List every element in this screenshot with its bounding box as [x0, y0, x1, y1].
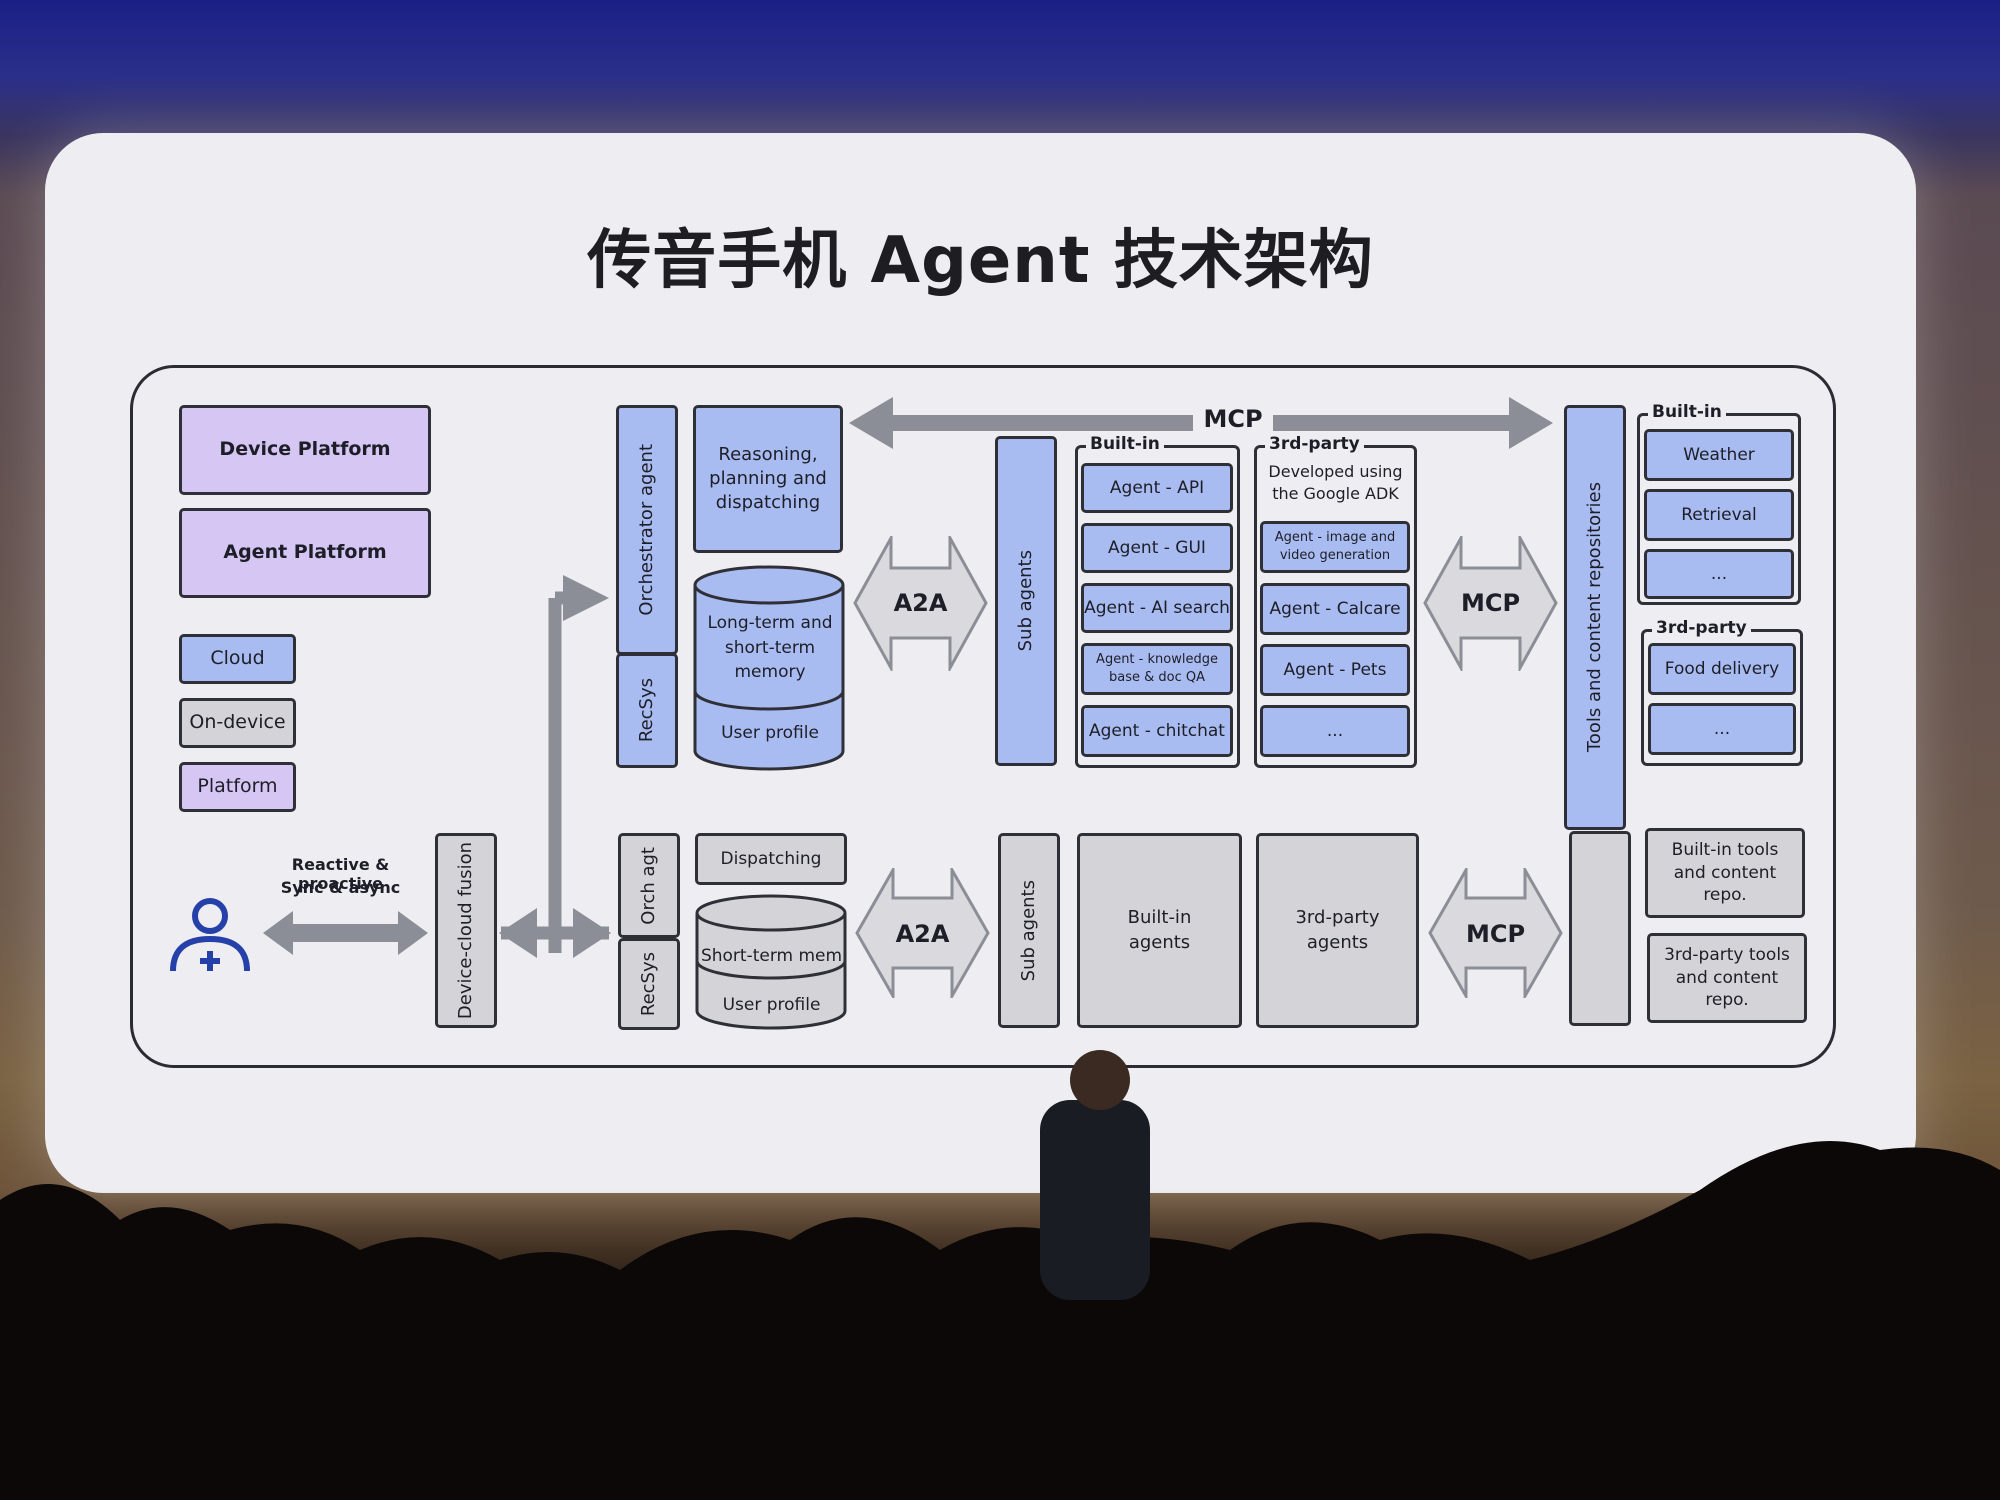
cloud-mcp-arrow [1423, 536, 1558, 671]
reasoning-box: Reasoning, planning and dispatching [693, 405, 843, 553]
legend-platform: Platform [179, 762, 296, 812]
device-a2a-arrow [855, 868, 990, 998]
cloud-a2a-label: A2A [893, 589, 948, 617]
crowd-shapes [0, 1050, 2000, 1500]
cloud-a2a-arrow [853, 536, 988, 671]
cloud-user-profile-label: User profile [721, 723, 819, 743]
device-builtin-agents-box: Built-in agents [1077, 833, 1242, 1028]
builtin-tools-repo-box: Built-in tools and content repo. [1645, 828, 1805, 918]
cloud-sub-agents-box: Sub agents [995, 436, 1057, 766]
device-recsys-box: RecSys [618, 938, 680, 1030]
cloud-builtin-label: Built-in [1086, 434, 1164, 454]
agent-calcare-box: Agent - Calcare [1260, 583, 1410, 635]
food-delivery-tool-box: Food delivery [1648, 643, 1796, 695]
thirdparty-more-box: ... [1260, 705, 1410, 757]
tools-repo-box: Tools and content repositories [1564, 405, 1626, 830]
orchestrator-agent-label: Orchestrator agent [635, 444, 657, 616]
cloud-builtin-group: Built-in [1075, 434, 1240, 768]
agent-chitchat-box: Agent - chitchat [1081, 705, 1233, 757]
orchestrator-agent-box: Orchestrator agent [616, 405, 678, 655]
device-a2a-label: A2A [895, 920, 950, 948]
user-add-icon [170, 898, 250, 972]
device-recsys-label: RecSys [637, 951, 659, 1017]
dispatching-box: Dispatching [695, 833, 847, 885]
weather-tool-box: Weather [1644, 429, 1794, 481]
thirdparty-tools-more-box: ... [1648, 703, 1796, 755]
double-arrow-icon [263, 911, 428, 955]
mcp-top-label: MCP [1193, 405, 1273, 433]
presentation-screen: 传音手机 Agent 技术架构 Device Platform Agent Pl… [45, 133, 1916, 1193]
memory-label: Long-term and short-term memory [707, 613, 833, 683]
agent-ai-search-box: Agent - AI search [1081, 583, 1233, 633]
agent-gui-box: Agent - GUI [1081, 523, 1233, 573]
agent-knowledge-box: Agent - knowledge base & doc QA [1081, 643, 1233, 695]
device-user-profile-label: User profile [722, 995, 821, 1015]
cloud-thirdparty-group: 3rd-party [1254, 434, 1417, 768]
legend-cloud: Cloud [179, 634, 296, 684]
slide-title: 传音手机 Agent 技术架构 [587, 224, 1374, 298]
interaction-mode-label: Reactive & proactive [291, 855, 390, 893]
builtin-tools-more-box: ... [1644, 549, 1794, 599]
device-memory-cylinder [695, 894, 847, 1030]
cloud-memory-cylinder [693, 565, 845, 771]
agent-pets-box: Agent - Pets [1260, 644, 1410, 696]
agent-platform-box: Agent Platform [179, 508, 431, 598]
device-cloud-fusion-box: Device-cloud fusion [435, 833, 497, 1028]
device-sub-agents-box: Sub agents [998, 833, 1060, 1028]
sync-mode-label: Sync & async [280, 878, 401, 897]
device-orch-agt-box: Orch agt [618, 833, 680, 938]
device-tools-repo-box [1569, 831, 1631, 1026]
retrieval-tool-box: Retrieval [1644, 489, 1794, 541]
google-adk-description: Developed using the Google ADK [1268, 462, 1403, 504]
tools-builtin-label: Built-in [1648, 402, 1726, 422]
tools-repo-label: Tools and content repositories [1583, 482, 1605, 753]
agent-api-box: Agent - API [1081, 463, 1233, 513]
tools-builtin-group: Built-in [1637, 402, 1801, 605]
thirdparty-tools-repo-box: 3rd-party tools and content repo. [1647, 933, 1807, 1023]
device-mcp-label: MCP [1465, 920, 1526, 948]
tools-thirdparty-label: 3rd-party [1652, 618, 1751, 638]
legend-on-device: On-device [179, 698, 296, 748]
device-orch-agt-label: Orch agt [637, 846, 659, 925]
tools-thirdparty-group: 3rd-party [1641, 618, 1803, 766]
cloud-sub-agents-label: Sub agents [1014, 550, 1036, 652]
short-term-mem-label: Short-term mem [700, 946, 843, 966]
device-cloud-fusion-label: Device-cloud fusion [454, 841, 476, 1020]
cloud-thirdparty-label: 3rd-party [1265, 434, 1364, 454]
device-mcp-arrow [1428, 868, 1563, 998]
device-thirdparty-agents-box: 3rd-party agents [1256, 833, 1419, 1028]
fusion-connector-arrows [499, 575, 611, 958]
cloud-recsys-box: RecSys [616, 653, 678, 768]
cloud-recsys-label: RecSys [635, 678, 657, 743]
cloud-mcp-label: MCP [1460, 589, 1521, 617]
agent-image-video-box: Agent - image and video generation [1260, 521, 1410, 573]
device-sub-agents-label: Sub agents [1017, 879, 1039, 982]
device-platform-box: Device Platform [179, 405, 431, 495]
architecture-frame [130, 365, 1836, 1068]
